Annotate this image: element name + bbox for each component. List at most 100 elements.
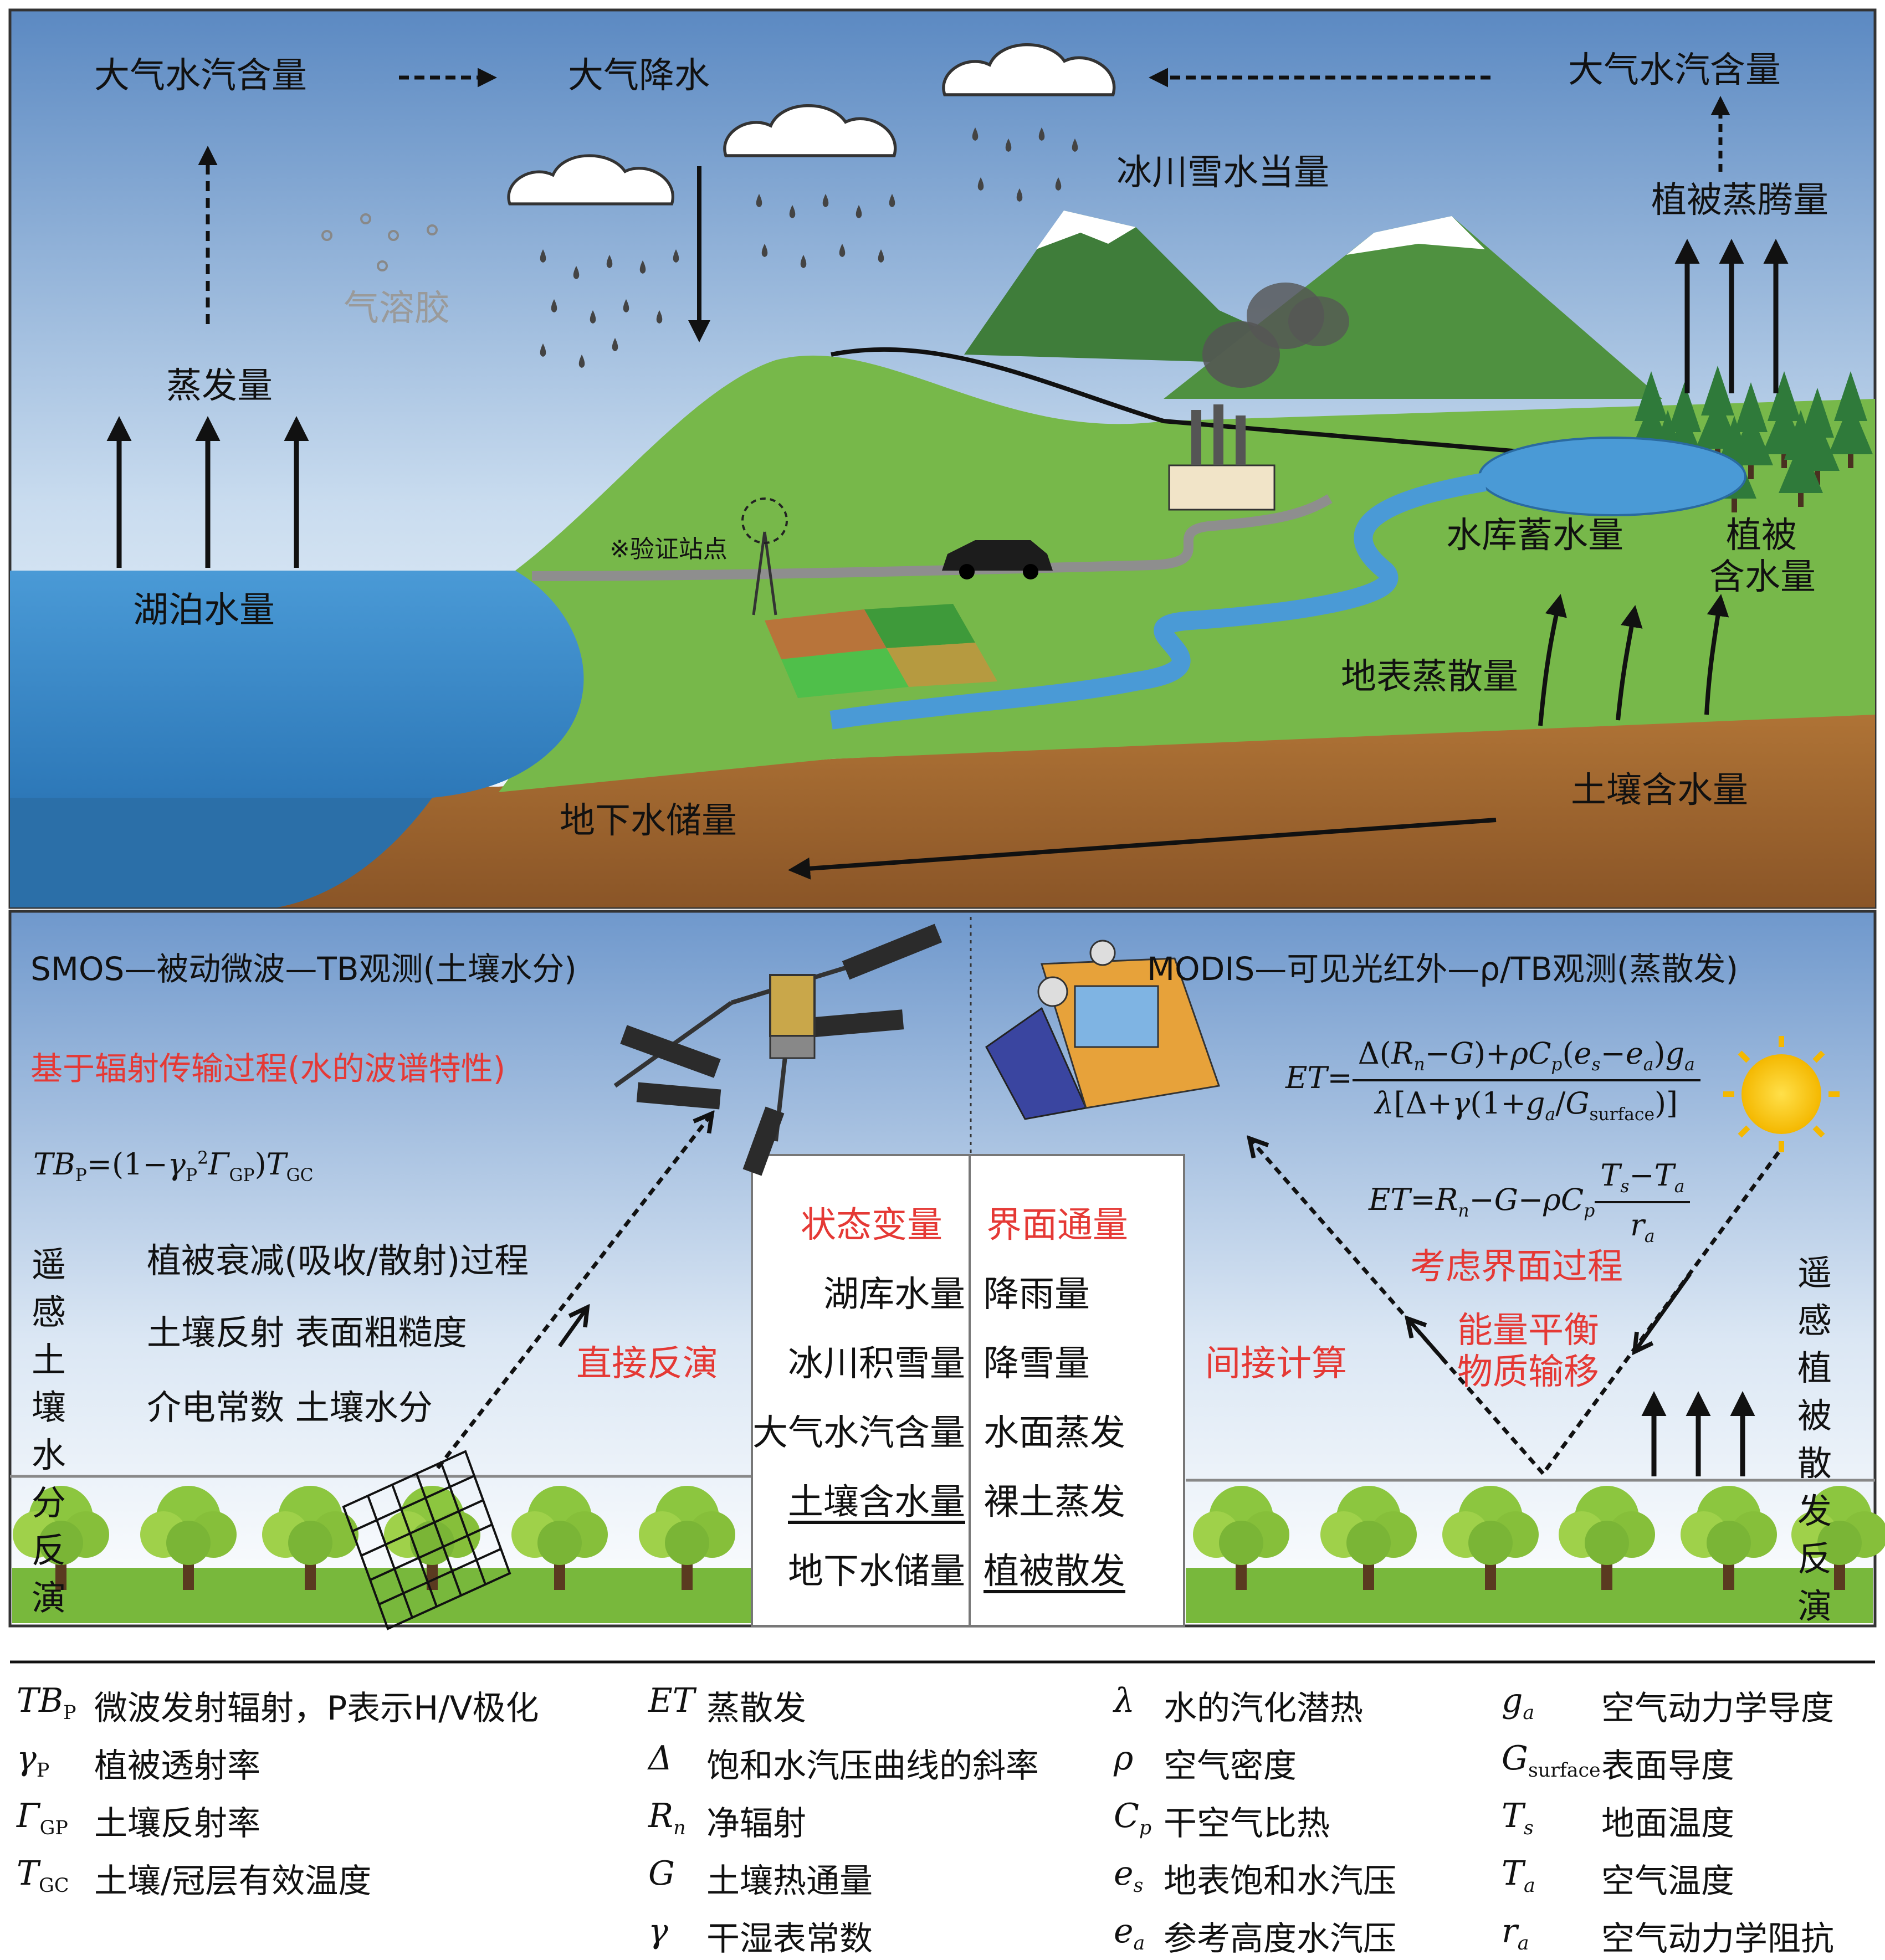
legend-symbol: ΓGP [17, 1797, 68, 1839]
footprint-grid [342, 1450, 511, 1630]
ridge-line [831, 347, 1552, 456]
top-arrows [106, 68, 1789, 880]
legend-description: 土壤反射率 [94, 1804, 260, 1843]
station-tower [741, 497, 788, 615]
legend-description: 土壤热通量 [706, 1862, 873, 1901]
bottom-arrows [436, 1114, 1780, 1476]
station-label: ※验证站点 [609, 535, 728, 563]
groundwater-label: 地下水储量 [560, 801, 737, 842]
smos-process-2: 土壤反射 表面粗糙度 [147, 1312, 467, 1353]
precip-label: 大气降水 [568, 55, 710, 96]
legend-symbol: Rn [648, 1797, 686, 1839]
legend-symbol: G [648, 1854, 675, 1893]
legend-symbol: es [1114, 1854, 1144, 1897]
state-var-4: 土壤含水量 [788, 1482, 965, 1523]
smos-satellite [613, 923, 942, 1176]
veg-water-label-1: 植被 [1726, 515, 1797, 556]
legend-symbol: ρ [1114, 1739, 1134, 1778]
legend-symbol: λ [1114, 1681, 1135, 1720]
soil-layer [10, 709, 1875, 907]
mountain-snow-left [1036, 211, 1136, 249]
top-panel [8, 8, 1877, 909]
legend-description: 地面温度 [1601, 1804, 1734, 1843]
legend-description: 蒸散发 [706, 1689, 806, 1728]
state-var-5: 地下水储量 [788, 1551, 965, 1592]
legend-symbol: Gsurface [1502, 1739, 1601, 1782]
state-var-2: 冰川积雪量 [788, 1343, 965, 1384]
legend-description: 地表饱和水汽压 [1164, 1862, 1396, 1901]
legend-description: 参考高度水汽压 [1164, 1920, 1396, 1958]
legend-symbol: ea [1114, 1912, 1145, 1954]
smos-vertical-label: 遥感土壤水分反演 [31, 1244, 66, 1618]
lake-label: 湖泊水量 [133, 590, 275, 631]
center-table-frame [751, 1154, 1185, 1627]
energy-balance-label: 能量平衡 [1457, 1310, 1599, 1351]
lake-deep [10, 798, 432, 907]
legend-description: 水的汽化潜热 [1164, 1689, 1363, 1728]
flux-2: 降雪量 [984, 1343, 1090, 1384]
farm-fields [765, 604, 997, 698]
car [942, 540, 1053, 579]
flux-3: 水面蒸发 [984, 1413, 1125, 1454]
modis-satellite [985, 940, 1221, 1120]
state-var-3: 大气水汽含量 [752, 1413, 965, 1454]
reservoir-label: 水库蓄水量 [1446, 515, 1623, 556]
modis-vertical-label: 遥感植被散发反演 [1797, 1253, 1832, 1627]
legend-symbol: γP [17, 1739, 50, 1782]
legend-description: 干空气比热 [1164, 1804, 1330, 1843]
legend-symbol: TGC [17, 1854, 69, 1897]
smos-formula: TBP=(1−γP2ΓGP)TGC [33, 1147, 314, 1186]
flux-4: 裸土蒸发 [984, 1482, 1125, 1523]
legend-description: 空气动力学阻抗 [1601, 1920, 1834, 1958]
indirect-calc-label: 间接计算 [1205, 1343, 1347, 1384]
legend-description: 饱和水汽压曲线的斜率 [706, 1747, 1039, 1785]
smos-subtitle: 基于辐射传输过程(水的波谱特性) [30, 1050, 506, 1087]
flux-5: 植被散发 [984, 1551, 1125, 1592]
soil-moisture-label: 土壤含水量 [1571, 770, 1748, 811]
bottom-panel [8, 910, 1885, 1630]
smos-title: SMOS—被动微波—TB观测(土壤水分) [30, 950, 577, 988]
legend-symbol: ra [1502, 1912, 1529, 1954]
veg-water-label-2: 含水量 [1709, 557, 1816, 598]
mountain-snow-right [1346, 216, 1485, 255]
modis-title: MODIS—可见光红外—ρ/TB观测(蒸散发) [1147, 950, 1739, 988]
lake-water [10, 571, 584, 798]
aerosol-dots [321, 213, 438, 271]
legend-description: 植被透射率 [94, 1747, 260, 1785]
legend-symbol: Ta [1502, 1854, 1535, 1897]
legend-description: 土壤/冠层有效温度 [94, 1862, 372, 1901]
mountain-right [1164, 216, 1662, 399]
legend-description: 空气密度 [1164, 1747, 1297, 1785]
legend-description: 表面导度 [1601, 1747, 1734, 1785]
state-var-1: 湖库水量 [823, 1274, 965, 1315]
surface-et-label: 地表蒸散量 [1341, 656, 1518, 697]
atm-vapor-right-label: 大气水汽含量 [1568, 50, 1781, 91]
legend-symbol: γ [648, 1912, 668, 1951]
aerosol-label: 气溶胶 [344, 288, 450, 329]
legend-description: 净辐射 [706, 1804, 806, 1843]
atm-vapor-left-label: 大气水汽含量 [94, 55, 307, 96]
smos-process-1: 植被衰减(吸收/散射)过程 [147, 1240, 529, 1281]
legend-description: 干湿表常数 [706, 1920, 873, 1958]
factory [1168, 283, 1349, 511]
direct-retrieval-label: 直接反演 [576, 1343, 718, 1384]
glacier-label: 冰川雪水当量 [1116, 152, 1329, 193]
legend-description: 空气动力学导度 [1601, 1689, 1834, 1728]
smos-process-3: 介电常数 土壤水分 [147, 1387, 433, 1428]
legend-symbol: TBP [17, 1681, 76, 1724]
flux-1: 降雨量 [984, 1274, 1090, 1315]
interface-process-label: 考虑界面过程 [1410, 1246, 1623, 1287]
mass-transport-label: 物质输移 [1457, 1352, 1599, 1393]
legend-symbol: Δ [648, 1739, 673, 1778]
interface-flux-header: 界面通量 [986, 1205, 1128, 1246]
evaporation-label: 蒸发量 [166, 366, 273, 407]
state-variables-header: 状态变量 [801, 1205, 942, 1246]
legend-description: 微波发射辐射，P表示H/V极化 [94, 1689, 539, 1728]
river [829, 473, 1487, 730]
road [531, 494, 1333, 581]
legend-symbol: Ts [1502, 1797, 1534, 1839]
legend-description: 空气温度 [1601, 1862, 1734, 1901]
legend-symbol: ET [648, 1681, 695, 1720]
